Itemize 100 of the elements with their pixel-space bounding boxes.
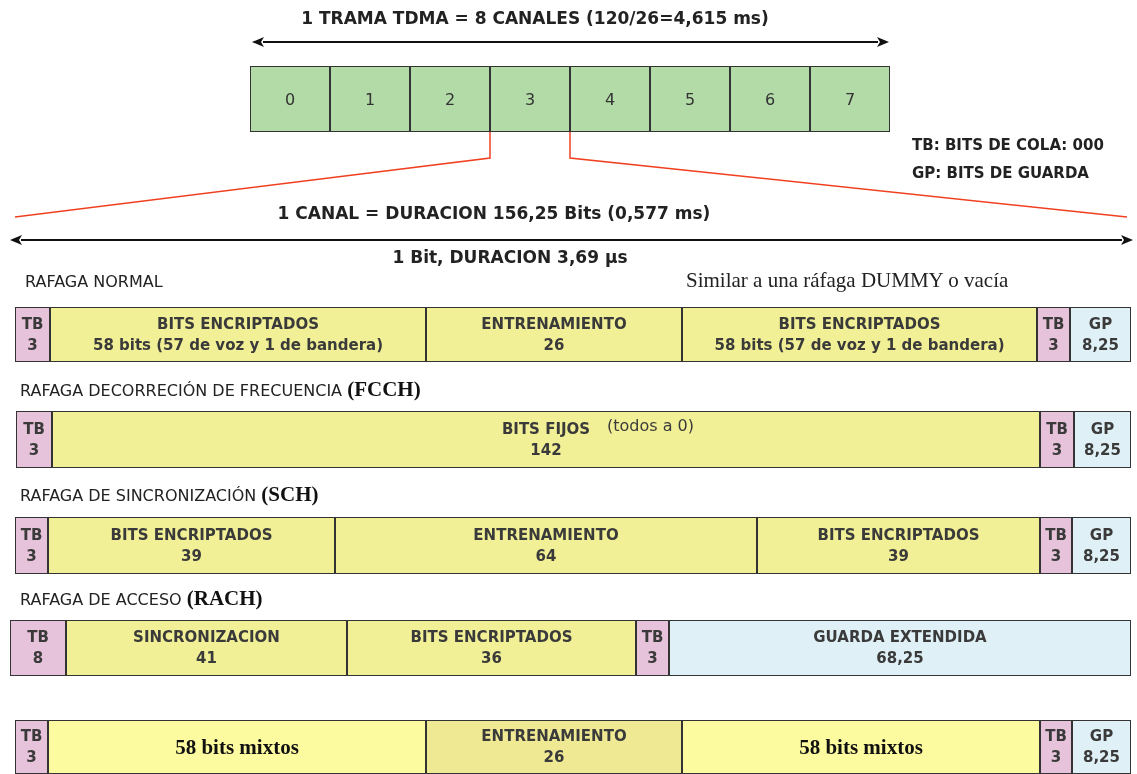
burst-field-box [1040, 720, 1072, 774]
timeslot-box [410, 66, 490, 132]
field-name: GP [1088, 313, 1113, 335]
field-name: TB [1046, 418, 1068, 440]
field-value: 64 [535, 545, 557, 567]
field-value: 26 [543, 334, 565, 356]
field-name: BITS ENCRIPTADOS [110, 524, 273, 546]
field-value: 39 [888, 545, 909, 567]
field-value: 58 bits (57 de voz y 1 de bandera) [92, 334, 383, 356]
field-name: BITS ENCRIPTADOS [157, 313, 319, 335]
field-value: 68,25 [876, 648, 924, 669]
burst-field-box [52, 411, 1040, 468]
burst-field-box [1070, 307, 1131, 362]
field-value: 8,25 [1082, 334, 1119, 356]
field-value: 41 [196, 648, 217, 669]
field-value: 3 [1051, 439, 1063, 461]
burst-field-box [48, 720, 426, 774]
burst-field-box [682, 307, 1037, 362]
burst-title: RAFAGA DECORRECIÓN DE FRECUENCIA (FCCH) [20, 377, 421, 402]
burst-field-box [335, 517, 757, 574]
burst-field-box [636, 620, 669, 676]
timeslot-box [810, 66, 890, 132]
timeslot-box [490, 66, 570, 132]
burst-title: RAFAGA DE ACCESO (RACH) [20, 586, 263, 611]
field-name: ENTRENAMIENTO [481, 313, 627, 335]
field-name: TB [21, 313, 44, 335]
note-text: Similar a una ráfaga DUMMY o vacía [686, 268, 1009, 293]
field-name: ENTRENAMIENTO [473, 524, 619, 546]
field-name: GP [1089, 726, 1114, 747]
field-name: TB [1045, 524, 1067, 546]
field-name: GUARDA EXTENDIDA [813, 627, 987, 648]
dimension-label: 1 Bit, DURACION 3,69 µs [392, 247, 628, 267]
field-value: 36 [481, 648, 502, 669]
slot-number: 3 [524, 88, 536, 110]
dimension-label: 1 CANAL = DURACION 156,25 Bits (0,577 ms) [277, 203, 711, 223]
field-name: BITS ENCRIPTADOS [778, 313, 941, 335]
timeslot-box [570, 66, 650, 132]
burst-title: RAFAGA NORMAL [25, 272, 163, 291]
field-value: 3 [26, 545, 37, 567]
dimension-label: 1 TRAMA TDMA = 8 CANALES (120/26=4,615 ms) [301, 8, 769, 28]
field-name: 58 bits mixtos [175, 736, 299, 758]
burst-field-box [669, 620, 1131, 676]
field-value: 8,25 [1083, 747, 1120, 768]
slot-number: 7 [844, 88, 856, 110]
field-note: (todos a 0) [607, 415, 694, 436]
timeslot-box [330, 66, 410, 132]
field-value: 39 [181, 545, 202, 567]
field-value: 3 [1048, 334, 1059, 356]
field-name: TB [1045, 726, 1067, 747]
field-value: 8,25 [1084, 439, 1121, 461]
burst-field-box [15, 720, 48, 774]
burst-field-box [347, 620, 636, 676]
slot-number: 0 [284, 88, 296, 110]
field-value: 3 [27, 334, 38, 356]
timeslot-box [730, 66, 810, 132]
zoom-line [14, 131, 491, 218]
field-value: 3 [1050, 747, 1062, 768]
burst-field-box [15, 307, 50, 362]
zoom-line [569, 131, 1128, 218]
burst-field-box [1040, 517, 1072, 574]
burst-field-box [48, 517, 335, 574]
field-value: 8,25 [1083, 545, 1120, 567]
slot-number: 5 [684, 88, 696, 110]
burst-field-box [66, 620, 347, 676]
field-name: GP [1089, 524, 1114, 546]
field-name: TB [641, 627, 664, 648]
burst-field-box [426, 307, 682, 362]
slot-number: 6 [764, 88, 776, 110]
timeslot-box [250, 66, 330, 132]
burst-field-box [16, 411, 52, 468]
field-value: 26 [543, 747, 565, 768]
field-value: 3 [647, 648, 658, 669]
burst-field-box [682, 720, 1040, 774]
burst-field-box [1072, 517, 1131, 574]
burst-title: RAFAGA DE SINCRONIZACIÓN (SCH) [20, 482, 319, 507]
field-name: TB [20, 726, 43, 747]
field-name: TB [20, 524, 43, 546]
field-name: TB [1042, 313, 1065, 335]
slot-number: 1 [364, 88, 376, 110]
burst-field-box [426, 720, 682, 774]
field-name: 58 bits mixtos [799, 736, 923, 758]
slot-number: 2 [444, 88, 456, 110]
dimension-label: TB: BITS DE COLA: 000 [912, 136, 1104, 154]
burst-field-box [15, 517, 48, 574]
field-name: ENTRENAMIENTO [481, 726, 627, 747]
field-value: 3 [26, 747, 37, 768]
field-value: 3 [1050, 545, 1062, 567]
field-name: TB [23, 418, 45, 440]
field-name: SINCRONIZACION [133, 627, 280, 648]
field-value: 3 [28, 439, 40, 461]
burst-field-box [50, 307, 426, 362]
burst-field-box [1037, 307, 1070, 362]
timeslot-box [650, 66, 730, 132]
burst-field-box [1040, 411, 1074, 468]
field-value: 8 [32, 648, 44, 669]
field-name: BITS ENCRIPTADOS [817, 524, 980, 546]
slot-number: 4 [604, 88, 616, 110]
field-value: 142 [530, 439, 562, 461]
burst-field-box [1072, 720, 1131, 774]
field-name: GP [1090, 418, 1115, 440]
